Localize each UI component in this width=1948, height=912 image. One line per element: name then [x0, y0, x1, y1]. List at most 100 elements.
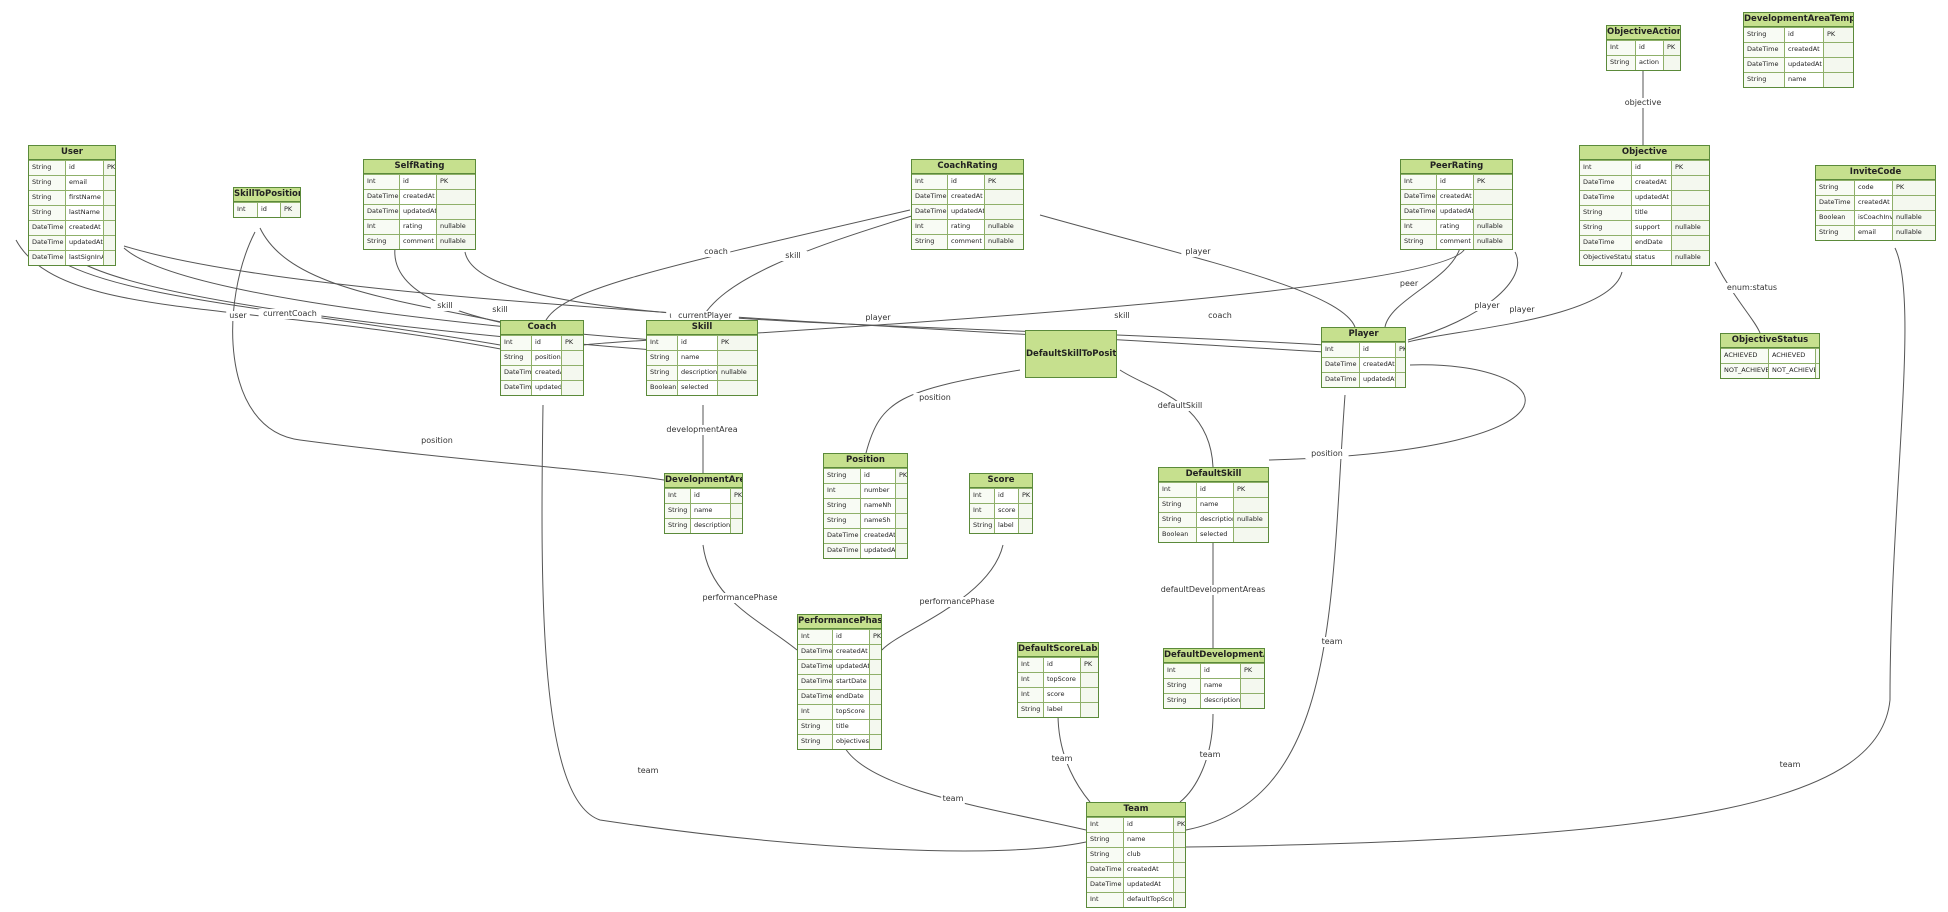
relationship-label-bg — [913, 393, 957, 403]
entity-coach[interactable]: CoachIntidPKStringpositionDateTimecreate… — [500, 320, 584, 396]
attribute-type: String — [29, 206, 65, 220]
attribute-type: DateTime — [824, 544, 860, 558]
attribute-key — [1233, 528, 1268, 542]
entity-title: Team — [1087, 803, 1185, 817]
attribute-name: updatedAt — [860, 544, 895, 558]
attribute-type: String — [1744, 73, 1784, 87]
attribute-name: defaultTopScore — [1123, 893, 1173, 907]
attribute-name: club — [1123, 848, 1173, 862]
attribute-type: Int — [824, 484, 860, 498]
entity-default-skill-to-position[interactable]: DefaultSkillToPosition — [1025, 330, 1117, 378]
attribute-key: PK — [561, 336, 583, 350]
attribute-name: status — [1631, 251, 1671, 265]
attribute-key: nullable — [1671, 251, 1709, 265]
attribute-key — [103, 221, 115, 235]
attribute-key — [561, 351, 583, 365]
relationship-label-bg — [1181, 247, 1215, 257]
attribute-type: String — [798, 720, 832, 734]
relationship-label-bg — [915, 597, 999, 607]
attribute-type: DateTime — [1744, 43, 1784, 57]
attribute-type: DateTime — [364, 190, 399, 204]
attribute-name: createdAt — [1854, 196, 1892, 210]
relationship-line — [1185, 394, 1346, 831]
attribute-type: String — [29, 161, 65, 175]
attribute-type: String — [824, 514, 860, 528]
entity-default-development-area[interactable]: DefaultDevelopmentAreaIntidPKStringnameS… — [1163, 648, 1265, 709]
attribute-name: support — [1631, 221, 1671, 235]
attribute-type: String — [1580, 221, 1631, 235]
attribute-key — [1173, 878, 1185, 892]
attribute-key: nullable — [984, 235, 1023, 249]
attribute-name: comment — [1436, 235, 1473, 249]
entity-development-area-template[interactable]: DevelopmentAreaTemplateStringidPKDateTim… — [1743, 12, 1854, 88]
attribute-key — [1395, 373, 1405, 387]
attribute-name: selected — [1196, 528, 1233, 542]
attribute-name: description — [690, 519, 730, 533]
attribute-type: DateTime — [364, 205, 399, 219]
attribute-type: Int — [912, 220, 947, 234]
relationship-line — [544, 209, 911, 323]
attribute-name: updatedAt — [1784, 58, 1823, 72]
attribute-type: String — [665, 504, 690, 518]
attribute-name: action — [1635, 56, 1663, 70]
attribute-type: String — [1087, 833, 1123, 847]
attribute-key — [103, 251, 115, 265]
attribute-key: PK — [895, 469, 907, 483]
entity-title: PeerRating — [1401, 160, 1512, 174]
relationship-label: defaultDevelopmentAreas — [1161, 585, 1266, 594]
relationship-label: player — [865, 313, 891, 322]
relationship-label-bg — [663, 425, 741, 435]
relationship-label-bg — [1148, 401, 1212, 411]
entity-player[interactable]: PlayerIntidPKDateTimecreatedAtDateTimeup… — [1321, 327, 1406, 388]
attribute-name: updatedAt — [832, 660, 869, 674]
attribute-name: topScore — [832, 705, 869, 719]
attribute-type: String — [1607, 56, 1635, 70]
attribute-type: DateTime — [1580, 191, 1631, 205]
entity-development-area[interactable]: DevelopmentAreaIntidPKStringnameStringde… — [664, 473, 743, 534]
attribute-type: String — [1164, 694, 1200, 708]
relationship-label-bg — [1107, 311, 1137, 321]
attribute-key — [1671, 236, 1709, 250]
attribute-type: String — [1159, 498, 1196, 512]
attribute-key: nullable — [1233, 513, 1268, 527]
attribute-name: id — [947, 175, 984, 189]
attribute-key: nullable — [1892, 211, 1935, 225]
attribute-key: PK — [1018, 489, 1032, 503]
relationship-line — [1384, 247, 1461, 328]
